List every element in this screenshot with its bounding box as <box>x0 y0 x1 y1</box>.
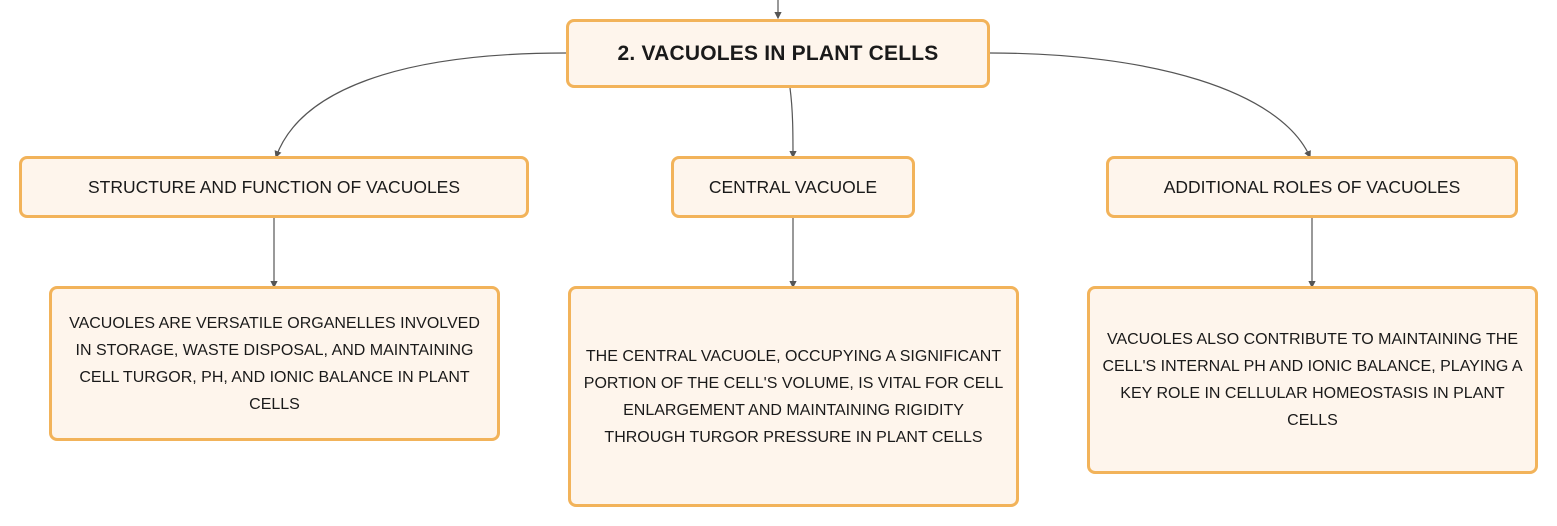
topic-node-additional-roles[interactable]: ADDITIONAL ROLES OF VACUOLES <box>1106 156 1518 218</box>
detail-node-structure-and-function[interactable]: VACUOLES ARE VERSATILE ORGANELLES INVOLV… <box>49 286 500 441</box>
topic-node-central-vacuole[interactable]: CENTRAL VACUOLE <box>671 156 915 218</box>
detail-node-central-vacuole[interactable]: THE CENTRAL VACUOLE, OCCUPYING A SIGNIFI… <box>568 286 1019 507</box>
connector-root-to-structure <box>274 52 567 159</box>
connector-root-to-additional <box>989 52 1311 159</box>
root-node-title[interactable]: 2. VACUOLES IN PLANT CELLS <box>566 19 990 88</box>
topic-node-structure-and-function[interactable]: STRUCTURE AND FUNCTION OF VACUOLES <box>19 156 529 218</box>
detail-node-additional-roles[interactable]: VACUOLES ALSO CONTRIBUTE TO MAINTAINING … <box>1087 286 1538 474</box>
connector-root-to-central <box>789 87 797 159</box>
